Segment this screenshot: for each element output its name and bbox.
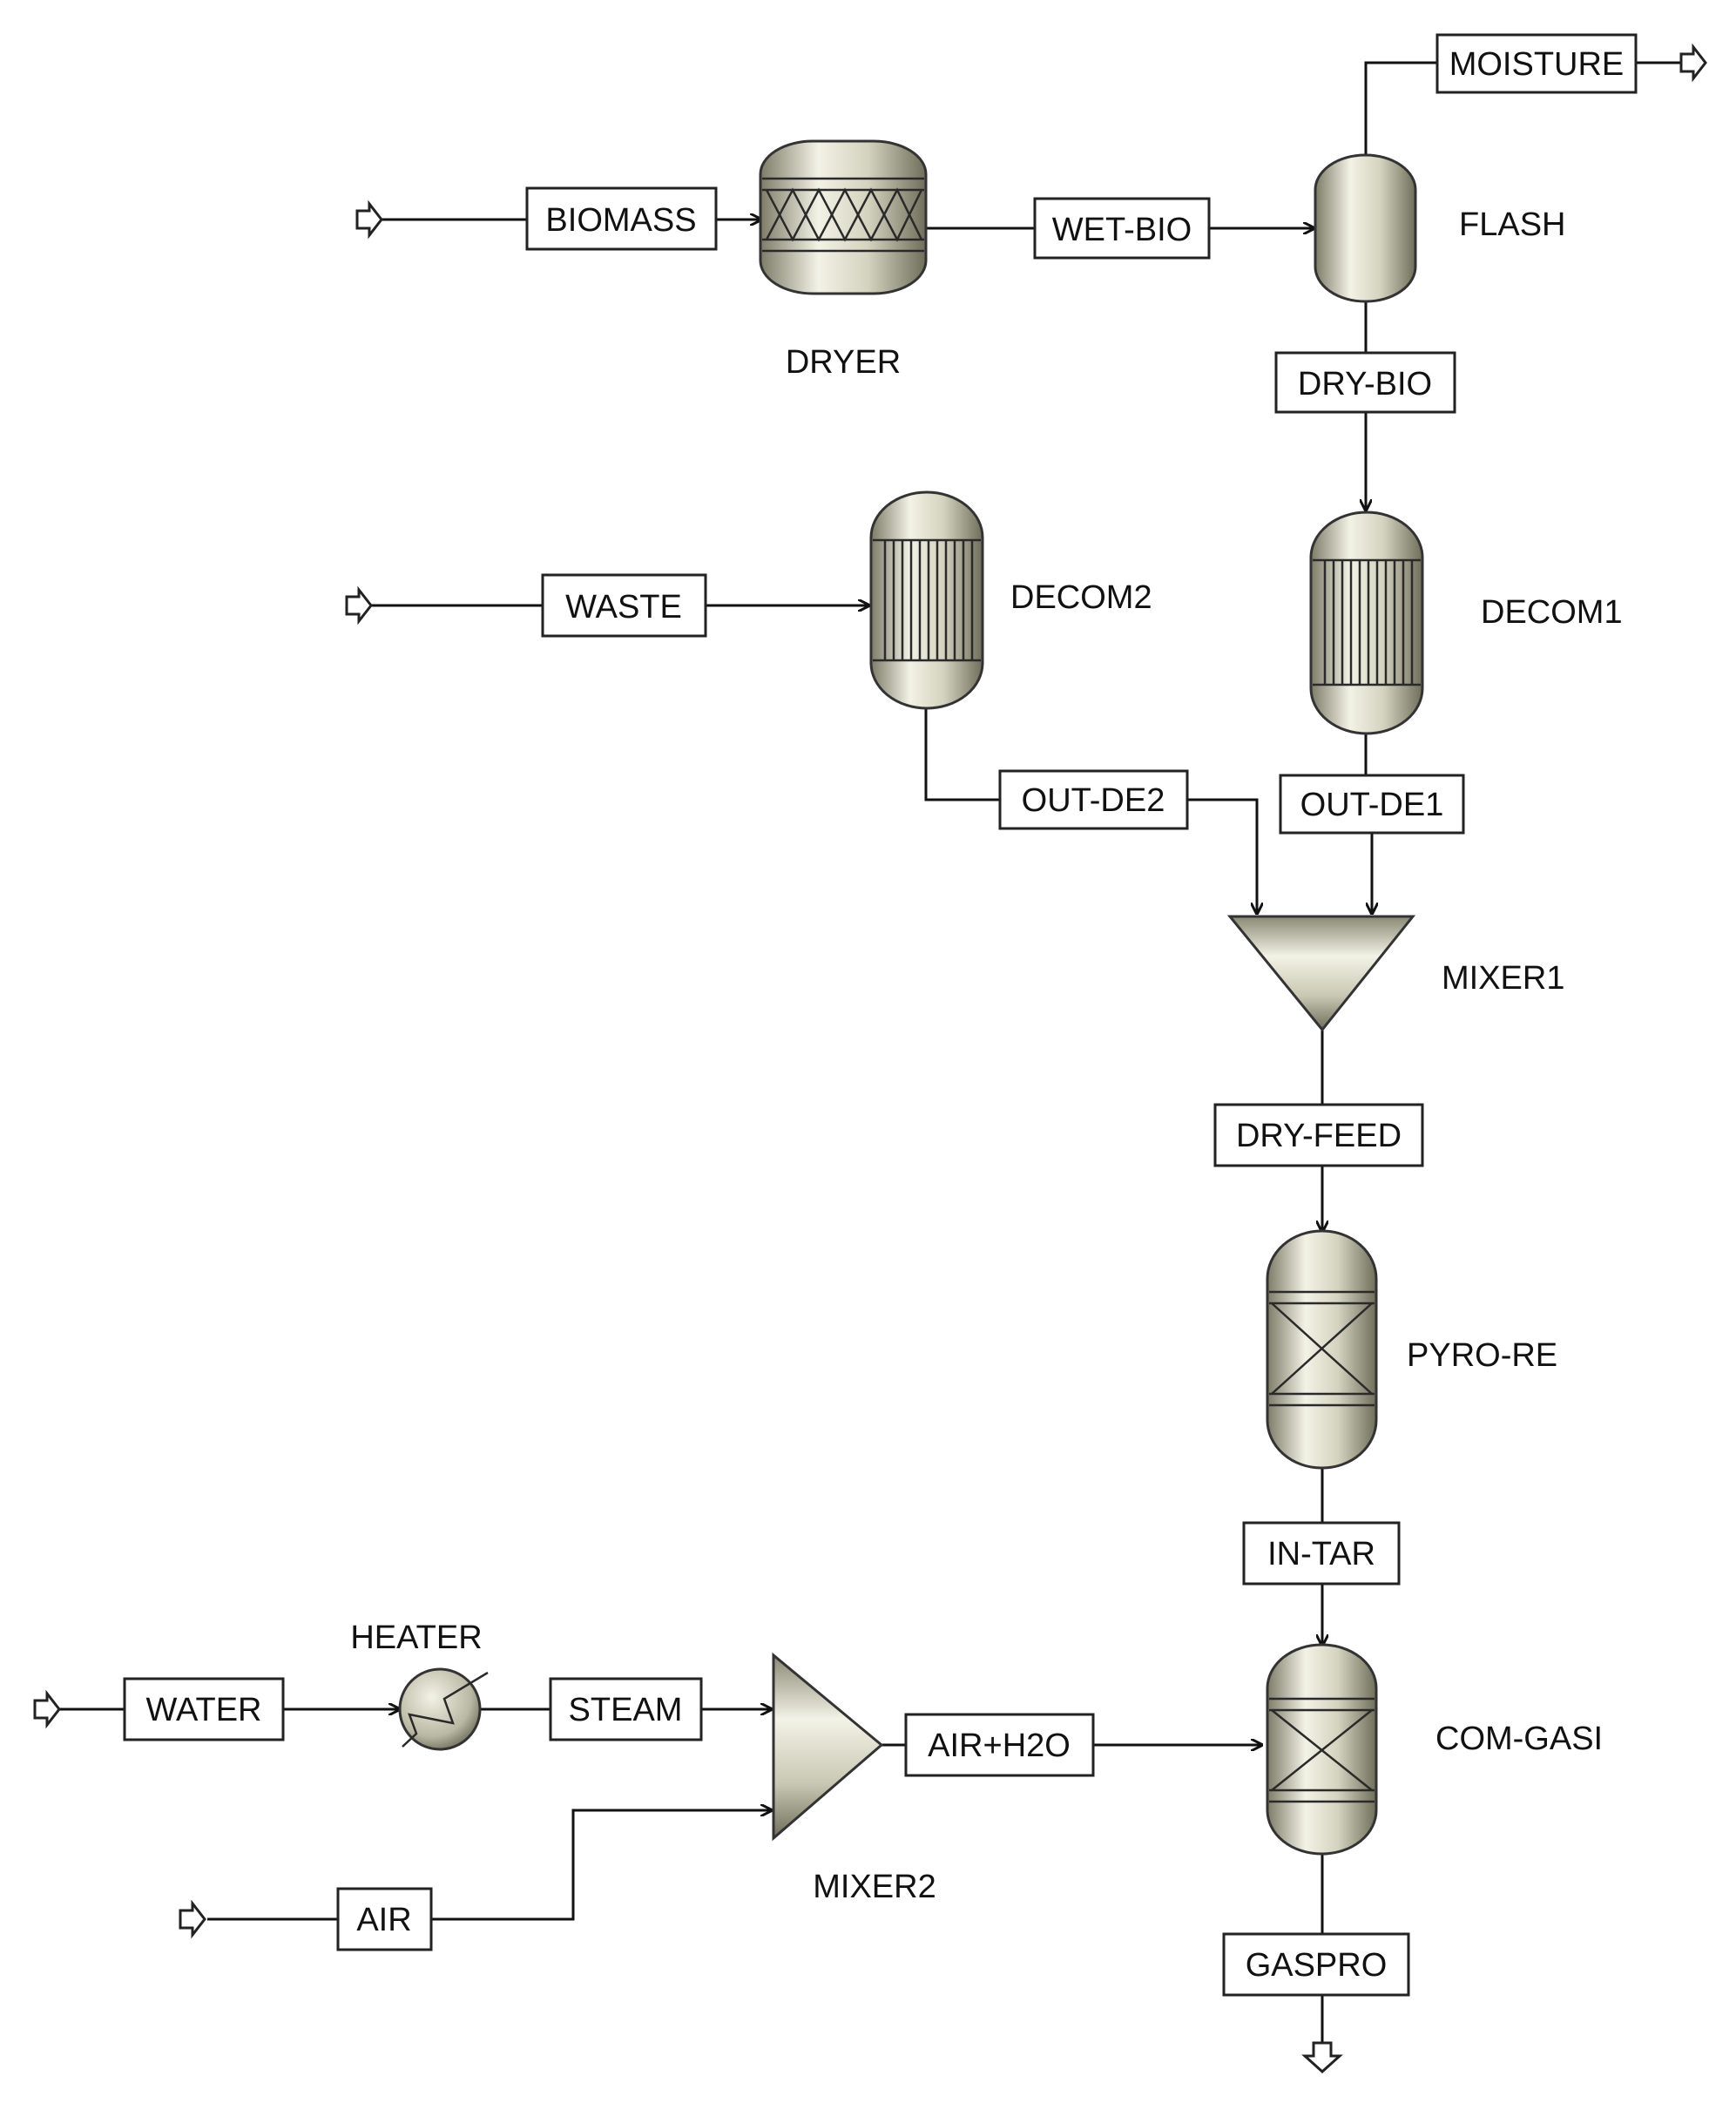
stream-dryfeed-label: DRY-FEED [1236,1118,1402,1154]
pyro-reactor[interactable] [1266,1229,1378,1470]
unit-label-decom2: DECOM2 [1010,579,1152,616]
stream-water[interactable]: WATER [123,1677,285,1741]
unit-label-decom1: DECOM1 [1481,594,1623,631]
stream-outde2-label: OUT-DE2 [1022,782,1165,819]
decom1-reactor[interactable] [1309,511,1424,735]
stream-air[interactable]: AIR [336,1887,433,1951]
unit-label-heater: HEATER [350,1620,482,1656]
line-outde2-mixer1 [1187,798,1257,913]
stream-airh2o-label: AIR+H2O [928,1728,1071,1764]
unit-label-dryer: DRYER [786,344,901,381]
port-arrow-air-icon[interactable] [179,1899,206,1939]
unit-label-mixer2: MIXER2 [813,1869,936,1905]
unit-label-comgasi: COM-GASI [1435,1721,1603,1757]
stream-lines [59,61,1681,2043]
stream-biomass-label: BIOMASS [545,202,696,239]
mixer2-unit[interactable] [772,1652,884,1842]
unit-label-mixer1: MIXER1 [1442,960,1564,997]
stream-gaspro-label: GASPRO [1246,1947,1388,1984]
port-arrow-gaspro-out-icon[interactable] [1301,2041,1343,2074]
stream-waste-label: WASTE [565,589,682,625]
stream-intar-label: IN-TAR [1267,1536,1375,1572]
stream-moisture-label: MOISTURE [1449,46,1625,83]
stream-biomass[interactable]: BIOMASS [525,186,718,251]
stream-waste[interactable]: WASTE [541,573,707,638]
stream-outde1[interactable]: OUT-DE1 [1279,774,1465,835]
unit-label-pyro: PYRO-RE [1407,1337,1557,1374]
stream-intar[interactable]: IN-TAR [1242,1521,1401,1586]
stream-airh2o[interactable]: AIR+H2O [904,1713,1095,1777]
stream-dryfeed[interactable]: DRY-FEED [1213,1103,1424,1167]
stream-air-label: AIR [356,1902,411,1938]
dryer-unit[interactable] [759,139,928,295]
stream-drybio[interactable]: DRY-BIO [1274,351,1456,414]
port-arrow-waste-icon[interactable] [345,585,373,625]
stream-outde2[interactable]: OUT-DE2 [998,769,1189,830]
comgasi-reactor[interactable] [1266,1643,1378,1856]
stream-wetbio[interactable]: WET-BIO [1033,197,1211,260]
line-decom2-outde2 [924,707,1000,801]
port-arrow-water-icon[interactable] [33,1689,61,1729]
stream-water-label: WATER [146,1692,262,1728]
stream-drybio-label: DRY-BIO [1298,366,1432,402]
line-air-mixer2 [431,1810,771,1921]
stream-gaspro[interactable]: GASPRO [1222,1932,1410,1997]
line-flash-moisture [1364,61,1437,155]
stream-steam[interactable]: STEAM [549,1677,703,1741]
feed-ports [33,43,1707,2074]
stream-moisture[interactable]: MOISTURE [1435,33,1638,94]
stream-wetbio-label: WET-BIO [1052,212,1192,248]
flash-drum[interactable] [1314,153,1417,303]
stream-outde1-label: OUT-DE1 [1300,787,1444,823]
mixer1-unit[interactable] [1226,915,1416,1032]
port-arrow-moisture-out-icon[interactable] [1679,43,1707,83]
heater-exchanger[interactable] [398,1667,489,1751]
port-arrow-biomass-icon[interactable] [355,199,383,240]
decom2-reactor[interactable] [869,490,984,710]
unit-label-flash: FLASH [1459,206,1565,243]
stream-steam-label: STEAM [569,1692,683,1728]
